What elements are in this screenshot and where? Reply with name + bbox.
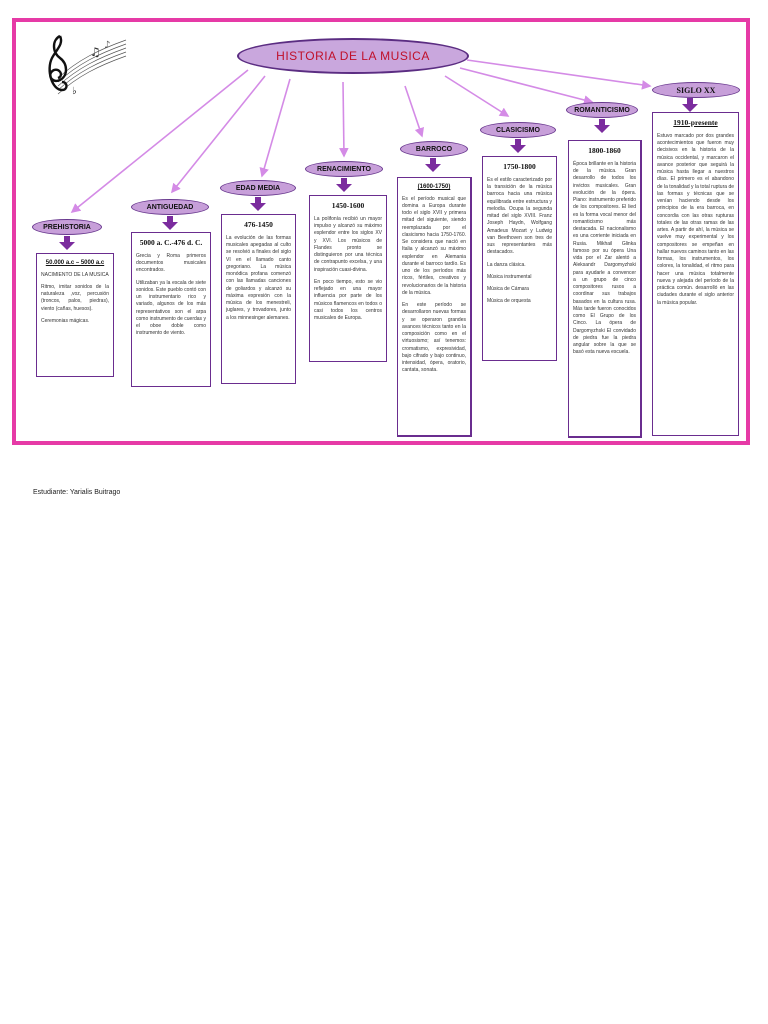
- down-arrow-icon: [162, 216, 178, 230]
- down-arrow-icon: [250, 197, 266, 211]
- main-title: HISTORIA DE LA MUSICA: [237, 38, 469, 74]
- label-antiguedad: ANTIGUEDAD: [131, 199, 209, 215]
- treble-clef-notes-icon: ♭ ♫ ♪: [48, 34, 127, 97]
- connector-romanticismo: [459, 67, 594, 105]
- period-paragraph: Utilizaban ya la escala de siete sonidos…: [136, 279, 206, 337]
- svg-text:♭: ♭: [72, 86, 77, 97]
- connector-barroco: [404, 85, 424, 138]
- connector-clasicismo: [444, 75, 510, 117]
- connector-renacimiento: [339, 81, 349, 158]
- down-arrow-icon: [510, 139, 526, 153]
- connector-edad-media: [259, 78, 291, 178]
- label-barroco: BARROCO: [400, 141, 468, 157]
- period-box-romanticismo: 1800-1860 Época brillante en la historia…: [568, 140, 642, 438]
- period-paragraph: Música de Cámara: [487, 286, 529, 293]
- svg-text:♪: ♪: [104, 40, 110, 51]
- period-box-prehistoria: 50.000 a.c – 5000 a.c NACIMIENTO DE LA M…: [36, 253, 114, 377]
- period-paragraph: Estuvo marcado por dos grandes acontecim…: [657, 132, 734, 306]
- svg-text:♫: ♫: [90, 45, 101, 59]
- period-date: 1750-1800: [503, 162, 536, 171]
- period-box-barroco: (1600-1750) Es el período musical que do…: [397, 177, 472, 437]
- period-box-renacimiento: 1450-1600 La polifonía recibió un mayor …: [309, 195, 387, 362]
- period-paragraph: Época brillante en la historia de la mús…: [573, 160, 636, 356]
- period-paragraph: NACIMIENTO DE LA MUSICA: [41, 271, 109, 278]
- connector-antiguedad: [170, 75, 266, 194]
- period-date: 1800-1860: [588, 146, 621, 155]
- down-arrow-icon: [425, 158, 441, 172]
- period-paragraph: Es el período musical que domina a Europ…: [402, 195, 466, 296]
- label-romanticismo: ROMANTICISMO: [566, 102, 638, 118]
- period-box-antiguedad: 5000 a. C.-476 d. C. Grecia y Roma prime…: [131, 232, 211, 387]
- period-paragraph: La danza clásica.: [487, 261, 526, 268]
- label-siglo-xx: SIGLO XX: [652, 82, 740, 98]
- period-paragraph: La evolución de las formas musicales ape…: [226, 234, 291, 321]
- period-paragraph: La polifonía recibió un mayor impulso y …: [314, 215, 382, 273]
- period-paragraph: Ritmo, imitar sonidos de la naturaleza ,…: [41, 283, 109, 312]
- label-edad-media: EDAD MEDIA: [220, 180, 296, 196]
- period-date: (1600-1750): [417, 184, 451, 190]
- period-paragraph: En este período se desarrollaron nuevas …: [402, 302, 466, 374]
- period-date: 50.000 a.c – 5000 a.c: [45, 260, 105, 266]
- period-paragraph: Grecia y Roma primeros documentos musica…: [136, 252, 206, 274]
- period-date: 1910-presente: [673, 118, 718, 127]
- connector-prehistoria: [70, 69, 249, 214]
- connector-siglo-xx: [466, 59, 652, 90]
- label-renacimiento: RENACIMIENTO: [305, 161, 383, 177]
- period-date: 476-1450: [244, 220, 273, 229]
- period-paragraph: Ceremonias mágicas.: [41, 317, 90, 324]
- period-box-clasicismo: 1750-1800 Es el estilo caracterizado por…: [482, 156, 557, 361]
- down-arrow-icon: [59, 236, 75, 250]
- down-arrow-icon: [594, 119, 610, 133]
- period-paragraph: Es el estilo caracterizado por la transi…: [487, 176, 552, 256]
- label-clasicismo: CLASICISMO: [480, 122, 556, 138]
- period-paragraph: Música de orquesta: [487, 298, 531, 305]
- label-prehistoria: PREHISTORIA: [32, 219, 102, 235]
- period-date: 5000 a. C.-476 d. C.: [139, 238, 203, 247]
- period-paragraph: Música instrumental: [487, 273, 532, 280]
- down-arrow-icon: [682, 98, 698, 112]
- period-date: 1450-1600: [331, 201, 365, 210]
- period-paragraph: En poco tiempo, esto se vio reflejado en…: [314, 278, 382, 322]
- period-box-edad-media: 476-1450 La evolución de las formas musi…: [221, 214, 296, 384]
- down-arrow-icon: [336, 178, 352, 192]
- period-box-siglo-xx: 1910-presente Estuvo marcado por dos gra…: [652, 112, 739, 436]
- student-name: Estudiante: Yarialis Buitrago: [33, 489, 121, 496]
